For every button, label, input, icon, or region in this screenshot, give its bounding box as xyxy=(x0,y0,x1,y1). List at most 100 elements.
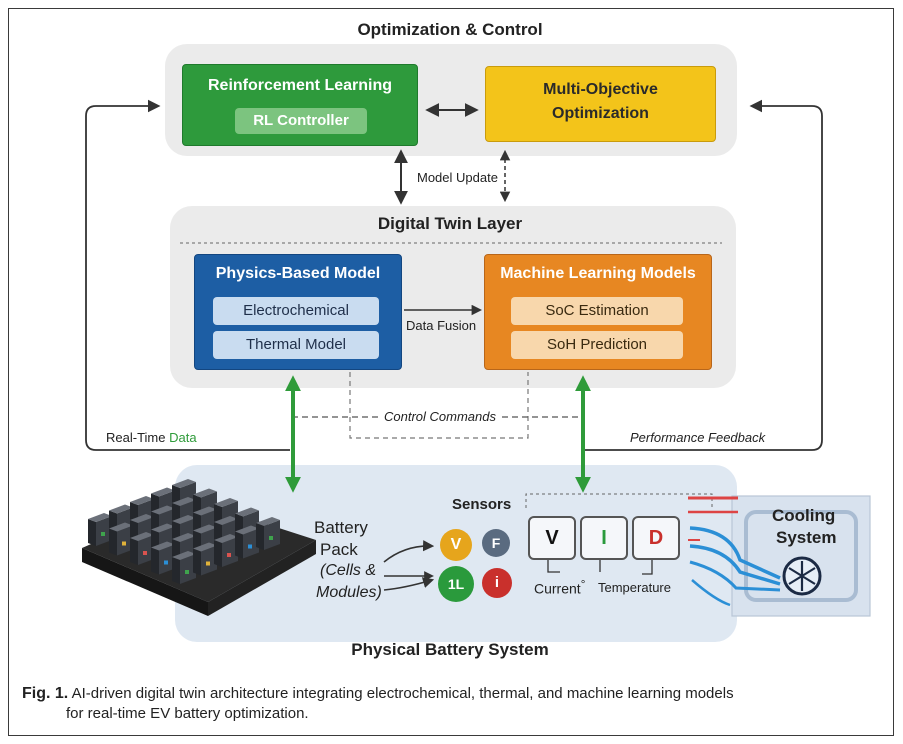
soc-estimation-chip: SoC Estimation xyxy=(511,297,683,325)
battery-cell-top xyxy=(151,541,175,551)
battery-cell-top xyxy=(172,479,196,488)
battery-cell-indicator xyxy=(206,561,210,566)
battery-cell-side xyxy=(256,523,264,550)
battery-cell-top xyxy=(172,497,196,506)
battery-cell-indicator xyxy=(185,570,189,574)
battery-cell xyxy=(243,528,259,559)
soh-prediction-chip: SoH Prediction xyxy=(511,331,683,359)
battery-cell-top xyxy=(151,523,175,533)
battery-cell-side xyxy=(172,557,180,584)
battery-cell xyxy=(264,520,280,550)
moo-title-line2: Optimization xyxy=(552,105,649,122)
control-commands-label: Control Commands xyxy=(380,409,500,424)
physics-based-model-box: Physics-Based Model Electrochemical Ther… xyxy=(194,254,402,370)
battery-pack-label-line2: Pack xyxy=(320,540,358,559)
battery-cell-indicator xyxy=(269,536,273,540)
sensor-arrow-bottom xyxy=(383,577,435,591)
caption-line1: AI-driven digital twin architecture inte… xyxy=(71,685,734,702)
reinforcement-learning-title: Reinforcement Learning xyxy=(207,77,393,94)
battery-cell-indicator xyxy=(164,560,168,565)
performance-feedback-label: Performance Feedback xyxy=(630,430,766,445)
current-label: Current° xyxy=(534,578,585,597)
temperature-label: Temperature xyxy=(598,580,671,595)
battery-cell-top xyxy=(214,516,238,525)
battery-cell xyxy=(222,537,238,567)
battery-cell-top xyxy=(88,513,112,522)
battery-cell-side xyxy=(88,519,96,546)
battery-cell xyxy=(117,525,133,556)
battery-cell-side xyxy=(193,548,201,576)
temperature-gauge: D xyxy=(632,516,680,560)
voltage-gauge: V xyxy=(528,516,576,560)
battery-cell-top xyxy=(256,517,280,526)
battery-cell-top xyxy=(130,514,154,523)
real-time-suffix: Data xyxy=(169,430,197,445)
current-label-text: Current xyxy=(534,580,581,597)
rl-controller-chip: RL Controller xyxy=(235,108,367,134)
optimization-control-title: Optimization & Control xyxy=(357,20,543,39)
real-time-data-label: Real-Time Data xyxy=(106,430,197,445)
performance-feedback-loop xyxy=(585,99,823,451)
real-time-data-loop xyxy=(85,99,290,451)
battery-cell-top xyxy=(214,534,238,543)
battery-cell xyxy=(96,516,112,546)
real-time-prefix: Real-Time xyxy=(106,430,166,445)
battery-cell-top xyxy=(193,506,217,516)
battery-cell-top xyxy=(193,488,217,498)
machine-learning-models-box: Machine Learning Models SoC Estimation S… xyxy=(484,254,712,370)
data-fusion-label: Data Fusion xyxy=(406,318,477,333)
battery-cell-indicator xyxy=(227,553,231,557)
battery-cell-side xyxy=(214,540,222,567)
gauge-bracket xyxy=(525,493,713,508)
thermal-model-chip: Thermal Model xyxy=(213,331,379,359)
battery-cell-side xyxy=(109,528,117,556)
current-label-mark: ° xyxy=(580,578,586,591)
gauge-wires xyxy=(547,558,653,575)
battery-cell xyxy=(159,544,175,575)
cooling-system-illustration xyxy=(688,495,871,617)
info-sensor-icon: i xyxy=(482,568,512,598)
battery-cell-top xyxy=(193,542,217,552)
battery-cell-top xyxy=(172,551,196,560)
battery-cell-indicator xyxy=(248,544,252,549)
battery-cell-top xyxy=(109,522,133,532)
physics-based-model-title: Physics-Based Model xyxy=(215,265,381,282)
battery-cell-indicator xyxy=(101,532,105,536)
multi-objective-optimization-box: Multi-Objective Optimization xyxy=(485,66,716,142)
figure-border xyxy=(8,8,894,736)
battery-cell-top xyxy=(130,532,154,541)
figure-caption: Fig. 1. AI-driven digital twin architect… xyxy=(22,684,892,724)
battery-cell-top xyxy=(214,498,238,507)
digital-twin-title: Digital Twin Layer xyxy=(377,214,523,233)
battery-pack-label-line3: (Cells & xyxy=(320,562,377,579)
battery-pack-label-line1: Battery xyxy=(314,518,368,537)
battery-cell xyxy=(201,545,217,576)
machine-learning-models-title: Machine Learning Models xyxy=(500,265,696,282)
caption-line2: for real-time EV battery optimization. xyxy=(66,705,309,722)
voltage-sensor-icon: V xyxy=(440,529,472,561)
control-commands-loop xyxy=(349,372,529,439)
sensor-arrow-top xyxy=(383,540,435,563)
sensors-title: Sensors xyxy=(452,496,512,513)
current-gauge: I xyxy=(580,516,628,560)
physical-battery-system-title: Physical Battery System xyxy=(351,640,549,659)
battery-cell-indicator xyxy=(143,551,147,555)
electrochemical-chip: Electrochemical xyxy=(213,297,379,325)
battery-cell-indicator xyxy=(122,541,126,546)
battery-pack-label-line4: Modules) xyxy=(316,584,382,601)
battery-cell-top xyxy=(193,524,217,534)
battery-cell-top xyxy=(172,515,196,524)
battery-cell-top xyxy=(151,487,175,497)
caption-prefix: Fig. 1. xyxy=(22,685,69,702)
battery-cell-top xyxy=(130,496,154,505)
battery-cell xyxy=(180,554,196,584)
model-update-label: Model Update xyxy=(417,170,498,185)
battery-cell-top xyxy=(235,525,259,535)
current-sensor-icon: 1L xyxy=(438,566,474,602)
battery-cell xyxy=(138,535,154,565)
moo-title-line1: Multi-Objective xyxy=(543,81,658,98)
reinforcement-learning-box: Reinforcement Learning RL Controller xyxy=(182,64,418,146)
battery-cell-side xyxy=(130,538,138,565)
